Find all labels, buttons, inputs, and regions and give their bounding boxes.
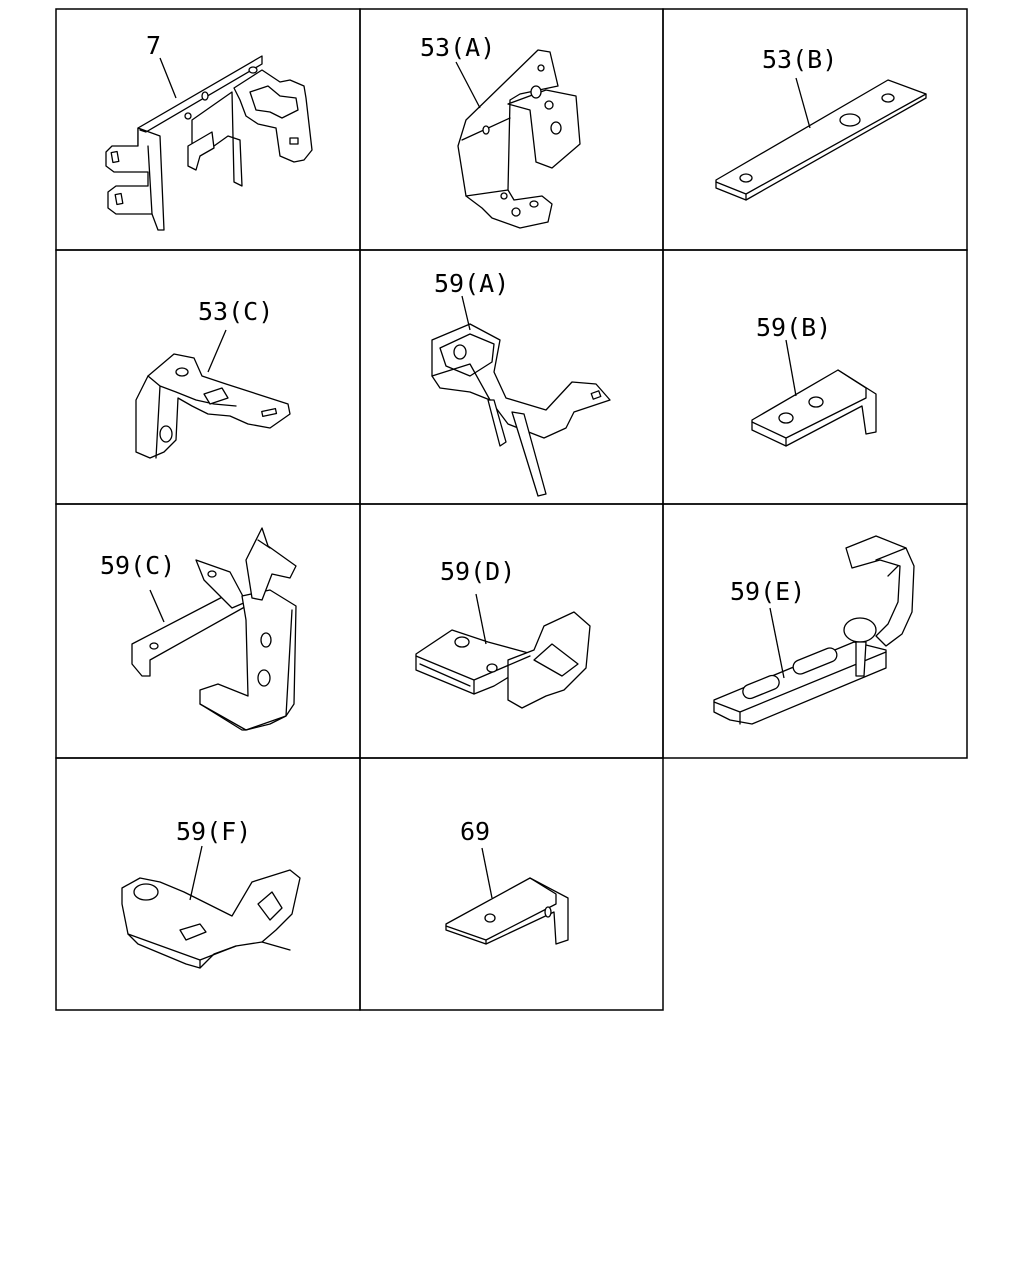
part-7 xyxy=(105,55,313,231)
part-label: 7 xyxy=(146,31,161,60)
leader-line xyxy=(785,339,797,397)
leader-line xyxy=(481,847,493,899)
part-53a xyxy=(455,49,581,229)
leader-line xyxy=(461,295,471,331)
part-53b xyxy=(715,77,927,201)
cell-frame xyxy=(359,757,664,1011)
part-59c xyxy=(131,527,297,731)
part-label: 59(A) xyxy=(434,269,509,298)
leader-line xyxy=(207,329,227,373)
part-label: 69 xyxy=(460,817,490,846)
part-69 xyxy=(445,847,569,945)
cell-frame xyxy=(55,757,361,1011)
part-label: 53(C) xyxy=(198,297,273,326)
part-label: 59(D) xyxy=(440,557,515,586)
leader-line xyxy=(475,593,487,645)
part-label: 59(F) xyxy=(176,817,251,846)
part-59a xyxy=(431,295,611,497)
leader-line xyxy=(795,77,811,129)
leader-line xyxy=(189,845,203,901)
cell-frame xyxy=(55,503,361,759)
parts-grid xyxy=(55,8,968,1011)
leader-line xyxy=(769,607,785,679)
part-label: 53(A) xyxy=(420,33,495,62)
part-59b xyxy=(751,339,877,447)
part-label: 53(B) xyxy=(762,45,837,74)
part-label: 59(C) xyxy=(100,551,175,580)
callout-labels: 7 53(A) 53(B) 53(C) 59(A) 59(B) 59(C) 59… xyxy=(100,31,837,846)
part-59e xyxy=(713,535,915,725)
cell-frame xyxy=(662,249,968,505)
part-59f xyxy=(121,845,301,969)
part-label: 59(B) xyxy=(756,313,831,342)
leader-line xyxy=(159,57,177,99)
cell-frame xyxy=(359,503,664,759)
cell-frame xyxy=(662,503,968,759)
cell-frame xyxy=(55,249,361,505)
part-53c xyxy=(135,329,291,459)
part-59d xyxy=(415,593,591,709)
leader-line xyxy=(149,589,165,623)
cell-frame xyxy=(359,249,664,505)
leader-line xyxy=(455,61,481,109)
part-label: 59(E) xyxy=(730,577,805,606)
